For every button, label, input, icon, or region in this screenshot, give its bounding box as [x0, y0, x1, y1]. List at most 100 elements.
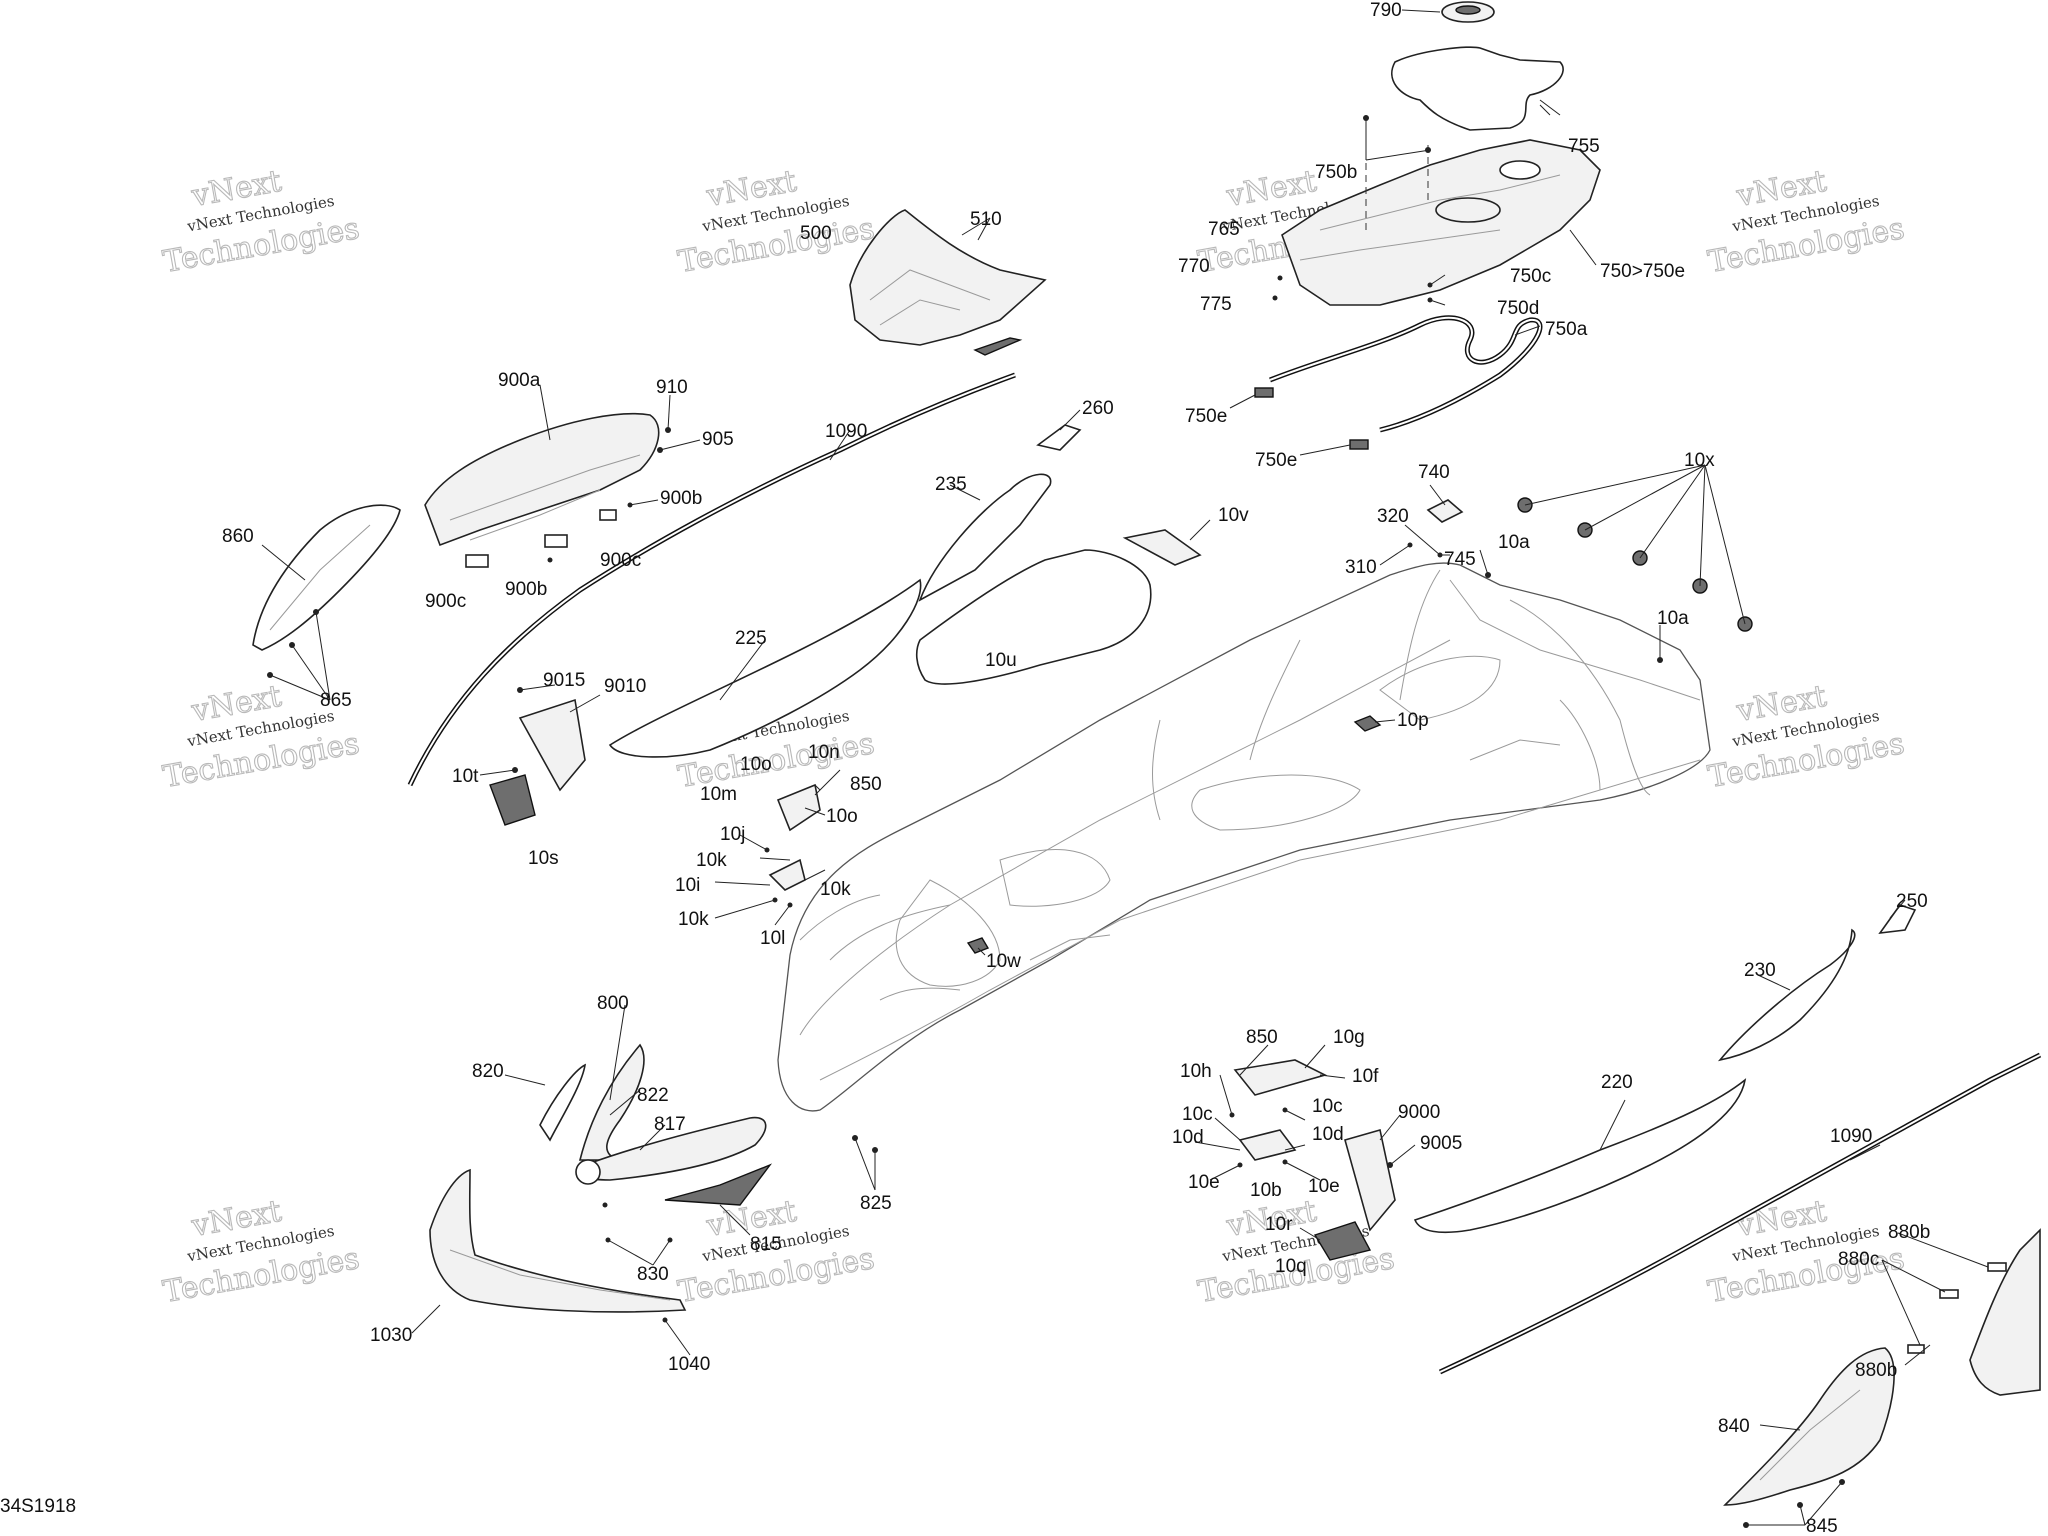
callout-880b-b: 880b [1855, 1360, 1897, 1381]
callout-10t: 10t [452, 766, 479, 787]
callout-10s: 10s [528, 848, 559, 869]
leader-lines [261, 9, 1989, 1526]
callout-900c-b: 900c [425, 591, 466, 612]
panel-800 [578, 1043, 645, 1161]
callout-10u: 10u [985, 650, 1017, 671]
callout-10l: 10l [760, 928, 785, 949]
decal-225 [608, 578, 922, 758]
watermark-tile: vNext vNext Technologies Technologies [160, 678, 363, 795]
callout-840: 840 [1718, 1416, 1750, 1437]
clip-900b [599, 509, 617, 521]
bumper-1030 [429, 1168, 687, 1313]
callout-10a-b: 10a [1657, 608, 1689, 629]
cap-740 [1426, 499, 1464, 523]
watermark-tile: vNext vNext Technologies Technologies [675, 163, 878, 280]
callout-745: 745 [1444, 549, 1476, 570]
plate-10v [1122, 529, 1202, 566]
clip-10p [1353, 715, 1382, 732]
callout-865: 865 [320, 690, 352, 711]
callout-1030: 1030 [370, 1325, 412, 1346]
label-880b-a [1987, 1262, 2007, 1272]
mat-10u [915, 549, 1152, 685]
callout-800: 800 [597, 993, 629, 1014]
bracket-9000 [1344, 1128, 1396, 1232]
callout-10m: 10m [700, 784, 737, 805]
callout-235: 235 [935, 474, 967, 495]
callout-817: 817 [654, 1114, 686, 1135]
callout-10h: 10h [1180, 1061, 1212, 1082]
callout-10j: 10j [720, 824, 745, 845]
callout-1090-b: 1090 [1830, 1126, 1872, 1147]
mat-755 [1391, 46, 1564, 131]
callout-750c: 750c [1510, 266, 1551, 287]
callout-260: 260 [1082, 398, 1114, 419]
callout-10w: 10w [986, 951, 1021, 972]
decal-260 [1036, 424, 1082, 451]
bumper-strip-1090-left [407, 372, 1016, 787]
callout-225: 225 [735, 628, 767, 649]
storage-cover-opening [1435, 197, 1501, 223]
callout-850-a: 850 [850, 774, 882, 795]
trim-815 [664, 1163, 773, 1206]
callout-750-to-750e: 750>750e [1600, 261, 1685, 282]
callout-10x: 10x [1684, 450, 1715, 471]
callout-10q: 10q [1275, 1256, 1307, 1277]
callout-820: 820 [472, 1061, 504, 1082]
storage-cover-cap [1499, 160, 1541, 180]
small-parts-right [1229, 1059, 1396, 1261]
storage-cover-750 [1281, 139, 1601, 306]
callout-10g: 10g [1333, 1027, 1365, 1048]
cowl-500 [849, 209, 1047, 356]
label-900c-b [544, 534, 568, 548]
callout-10v: 10v [1218, 505, 1249, 526]
callout-765: 765 [1208, 219, 1240, 240]
callout-9015: 9015 [543, 670, 585, 691]
callout-845: 845 [1806, 1516, 1838, 1536]
side-panel-860 [252, 504, 401, 651]
small-parts-left [489, 687, 821, 908]
label-880c [1939, 1289, 1959, 1299]
callout-10b: 10b [1250, 1180, 1282, 1201]
watermark-tile: vNext vNext Technologies Technologies [675, 1193, 878, 1310]
bracket-9010 [518, 698, 586, 792]
callout-10i: 10i [675, 875, 700, 896]
callout-500: 500 [800, 223, 832, 244]
callout-825: 825 [860, 1193, 892, 1214]
callout-900c-a: 900c [600, 550, 641, 571]
callout-905: 905 [702, 429, 734, 450]
callout-1090-a: 1090 [825, 421, 867, 442]
callout-10k-b: 10k [820, 879, 851, 900]
callout-900b-b: 900b [505, 579, 547, 600]
callout-750e-a: 750e [1185, 406, 1227, 427]
callout-10c-b: 10c [1312, 1096, 1343, 1117]
callout-822: 822 [637, 1085, 669, 1106]
clip-750e-a [1254, 387, 1274, 398]
callout-790: 790 [1370, 0, 1402, 21]
step-10q [1313, 1221, 1372, 1261]
callout-900b-a: 900b [660, 488, 702, 509]
callout-750b: 750b [1315, 162, 1357, 183]
decal-230 [1717, 928, 1856, 1062]
side-panel-840 [1723, 1228, 2041, 1528]
watermark-tile: vNext vNext Technologies Technologies [1705, 163, 1908, 280]
callout-10o-b: 10o [826, 806, 858, 827]
bumper-strip-1090-right [1438, 1052, 2042, 1375]
callout-830: 830 [637, 1264, 669, 1285]
light-822 [575, 1159, 601, 1185]
bow-parts [429, 1043, 878, 1323]
bracket-10k [768, 858, 806, 891]
decal-220 [1413, 1078, 1747, 1234]
callout-910: 910 [656, 377, 688, 398]
callout-9005: 9005 [1420, 1133, 1462, 1154]
callout-880b-a: 880b [1888, 1222, 1930, 1243]
callout-860: 860 [222, 526, 254, 547]
callout-10r: 10r [1265, 1214, 1293, 1235]
callout-815: 815 [750, 1234, 782, 1255]
callout-10e-a: 10e [1188, 1172, 1220, 1193]
cap-790-center [1455, 5, 1481, 15]
decal-235 [918, 473, 1052, 602]
side-panel-900a [252, 412, 671, 678]
label-900c-a [465, 554, 489, 568]
storage-cover-assembly [1254, 1, 1601, 450]
